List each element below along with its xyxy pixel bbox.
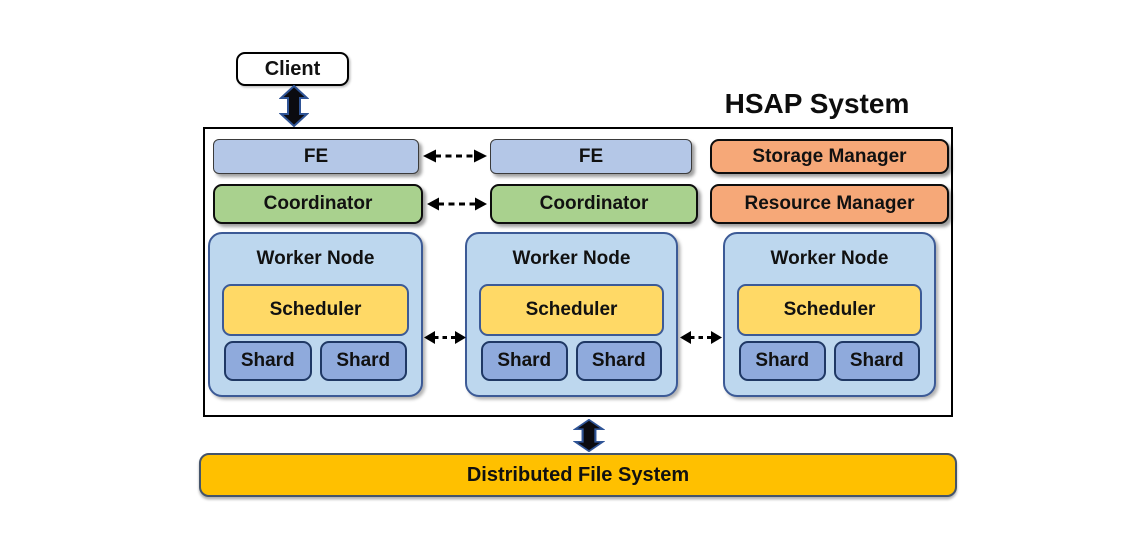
worker-sync-arrow-icon [424,331,466,344]
fe-sync-arrow-icon [423,149,487,163]
shard-box: Shard [833,341,920,381]
client-system-arrow-icon [279,85,309,127]
system-title: HSAP System [724,88,910,119]
shard-row: Shard Shard [739,341,920,381]
worker-node-title: Worker Node [770,248,889,269]
scheduler-box: Scheduler [222,284,409,336]
worker-node-box: Worker Node Scheduler Shard Shard [723,232,936,397]
shard-row: Shard Shard [224,341,407,381]
fe-box: FE [490,139,692,174]
shard-box: Shard [739,341,826,381]
shard-box: Shard [481,341,568,381]
scheduler-box: Scheduler [737,284,922,336]
dfs-box: Distributed File System [199,453,957,497]
worker-sync-arrow-icon [680,331,722,344]
shard-box: Shard [575,341,662,381]
worker-node-box: Worker Node Scheduler Shard Shard [208,232,423,397]
coordinator-box: Coordinator [213,184,423,224]
shard-box: Shard [224,341,312,381]
worker-node-title: Worker Node [512,248,631,269]
worker-node-box: Worker Node Scheduler Shard Shard [465,232,678,397]
fe-box: FE [213,139,419,174]
shard-row: Shard Shard [481,341,662,381]
coordinator-box: Coordinator [490,184,698,224]
system-dfs-arrow-icon [573,419,605,452]
client-box: Client [236,52,349,86]
coordinator-sync-arrow-icon [427,197,487,211]
storage-manager-box: Storage Manager [710,139,949,174]
scheduler-box: Scheduler [479,284,664,336]
worker-node-title: Worker Node [256,248,375,269]
resource-manager-box: Resource Manager [710,184,949,224]
shard-box: Shard [319,341,407,381]
